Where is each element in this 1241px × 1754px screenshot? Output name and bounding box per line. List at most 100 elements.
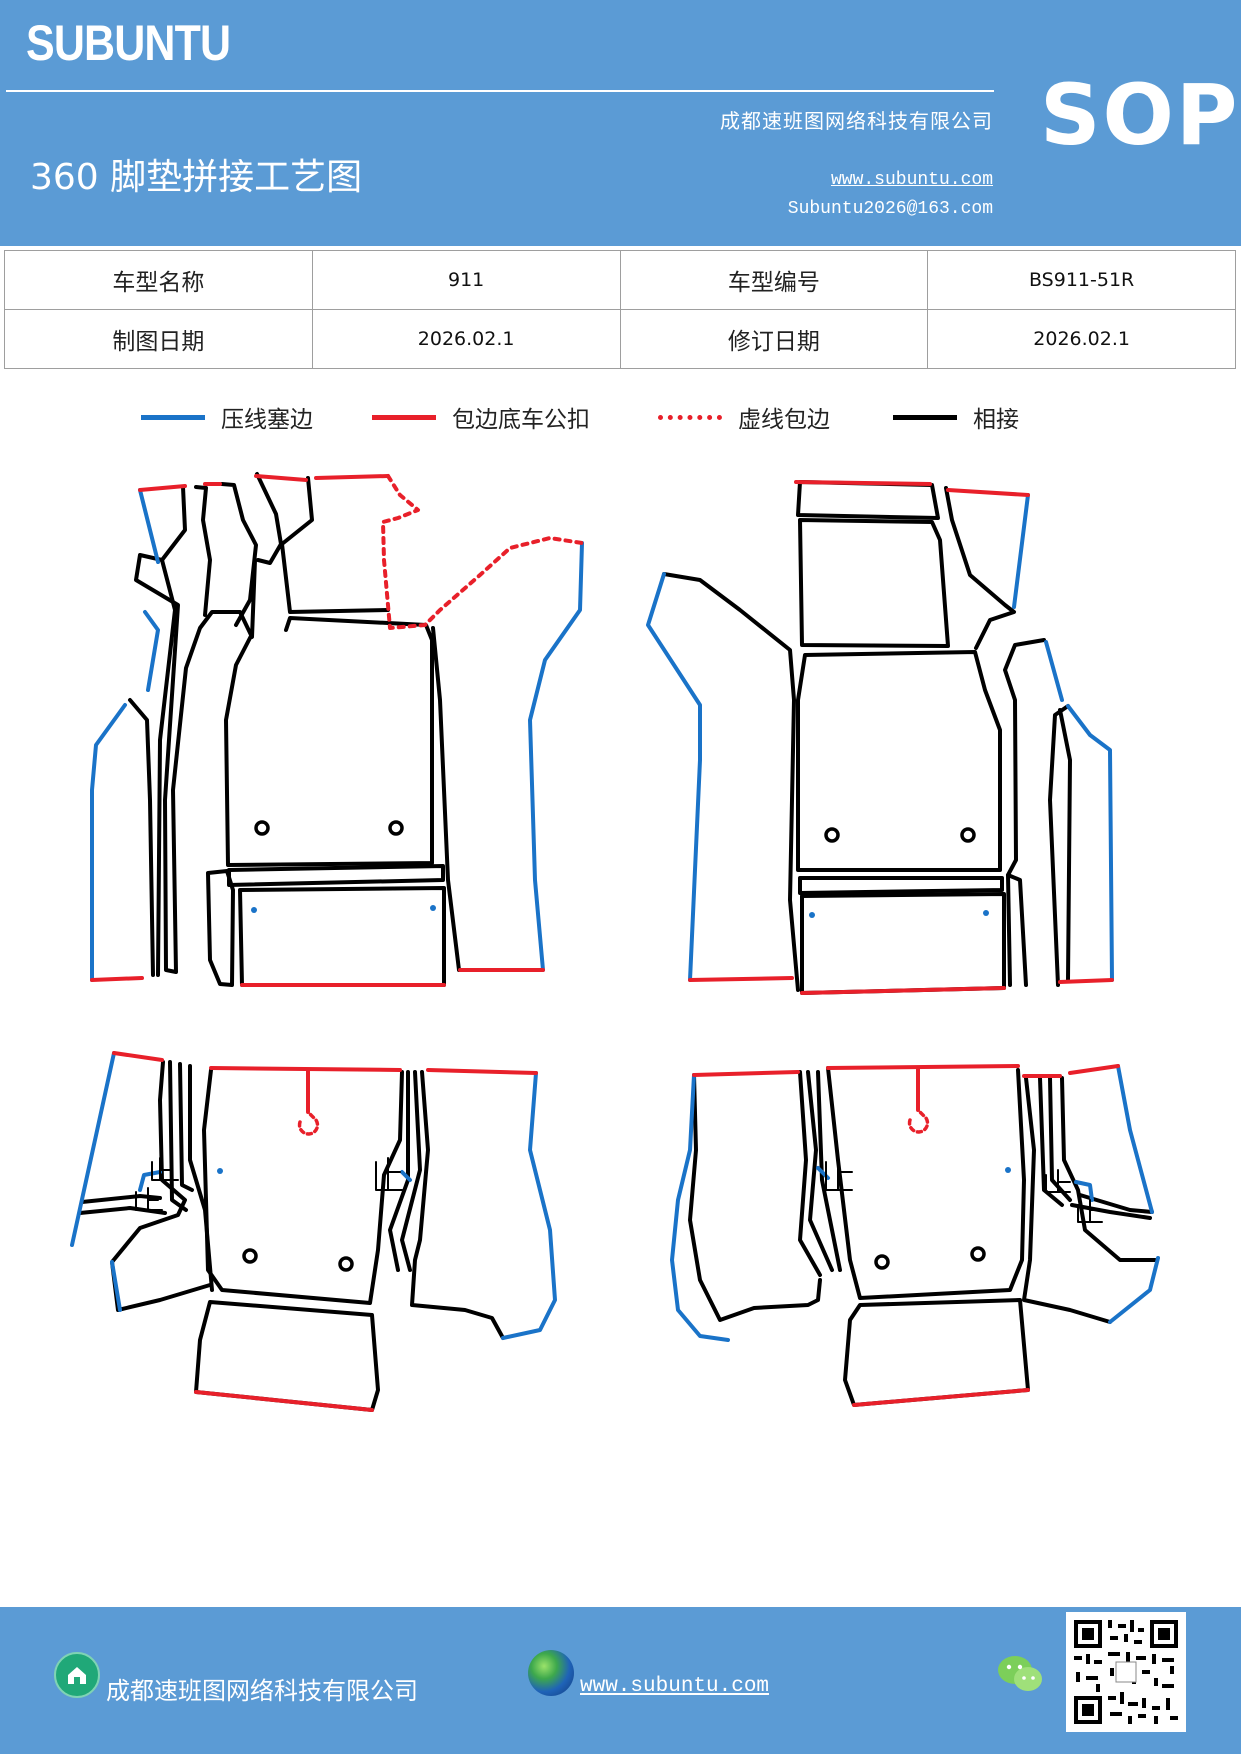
- seam-line: [202, 1068, 404, 1305]
- red-edge: [138, 484, 187, 492]
- red-edge: [692, 1070, 800, 1077]
- seam-line: [798, 1070, 822, 1277]
- blue-edge: [90, 703, 127, 982]
- seam-line: [800, 892, 1006, 995]
- blue-edge: [138, 1170, 162, 1192]
- seam-line: [816, 1070, 842, 1272]
- home-icon: [54, 1652, 100, 1698]
- seam-line: [168, 1060, 188, 1212]
- seam-line: [1078, 1193, 1154, 1214]
- blue-edge: [1108, 1256, 1160, 1324]
- seam-line: [1006, 873, 1028, 987]
- legend-swatch-red: [372, 414, 436, 420]
- blue-edge: [110, 1260, 122, 1312]
- blue-edge: [1074, 1180, 1094, 1202]
- seam-line: [944, 486, 1016, 650]
- mount-hole: [970, 1246, 986, 1262]
- seam-line: [280, 476, 390, 614]
- blue-edge: [646, 572, 702, 982]
- stop-mark: [135, 1187, 163, 1211]
- red-edge: [800, 986, 1006, 995]
- blue-edge: [1044, 640, 1064, 702]
- seam-line: [662, 572, 800, 992]
- footer-website-link[interactable]: www.subuntu.com: [580, 1675, 770, 1698]
- vehicle-info-table: 车型名称 911 车型编号 BS911-51R 制图日期 2026.02.1 修…: [4, 250, 1236, 369]
- brand-logo: SUBUNTU: [26, 15, 231, 71]
- legend-item-blue: 压线塞边: [141, 400, 313, 434]
- legend-item-red-dotted: 虚线包边: [658, 400, 830, 434]
- seam-line: [826, 1066, 1026, 1300]
- seam-line: [224, 616, 434, 867]
- red-edge: [852, 1388, 1030, 1407]
- legend-label: 压线塞边: [221, 407, 313, 433]
- red-edge: [112, 1051, 164, 1062]
- legend-swatch-red-dotted: [658, 414, 722, 420]
- seam-line: [134, 485, 257, 974]
- seam-line: [1048, 704, 1070, 987]
- blue-edge: [501, 1071, 557, 1340]
- blue-dot: [251, 907, 257, 913]
- header-banner: [0, 0, 1241, 246]
- red-edge: [826, 1064, 1020, 1070]
- seam-line: [688, 1073, 822, 1322]
- seam-line: [410, 1070, 505, 1340]
- blue-edge: [143, 610, 160, 692]
- seam-line: [110, 1060, 212, 1312]
- seam-line: [388, 1070, 410, 1272]
- mount-hole: [824, 827, 840, 843]
- seam-line: [1070, 1203, 1152, 1220]
- company-name: 成都速班图网络科技有限公司: [720, 109, 993, 133]
- seam-line: [206, 869, 235, 987]
- blue-edge: [1012, 493, 1030, 609]
- globe-icon: [528, 1650, 574, 1696]
- seam-line: [227, 864, 445, 887]
- blue-edge: [670, 1073, 730, 1342]
- drawing-date-value: 2026.02.1: [311, 309, 621, 369]
- red-edge: [314, 474, 390, 480]
- stop-mark: [151, 1157, 179, 1181]
- mount-hole: [388, 820, 404, 836]
- seam-line: [220, 482, 258, 627]
- seam-line: [238, 886, 446, 987]
- rear-left-mat: [70, 1051, 557, 1412]
- blue-dot: [217, 1168, 223, 1174]
- stop-mark: [375, 1157, 403, 1191]
- seam-line: [78, 1206, 167, 1215]
- website-link[interactable]: www.subuntu.com: [830, 170, 993, 190]
- legend-item-black: 相接: [893, 400, 1019, 434]
- seam-line: [194, 485, 212, 617]
- qr-code-pattern: [1066, 1612, 1186, 1732]
- seam-line: [1048, 1076, 1072, 1202]
- seam-line: [796, 650, 1002, 872]
- email-address: Subuntu2026@163.com: [787, 199, 993, 219]
- seam-line: [1038, 1076, 1064, 1207]
- front-left-mat: [90, 472, 584, 987]
- seam-line: [1060, 1076, 1157, 1262]
- home-icon-glyph: [68, 1667, 86, 1684]
- stop-mark: [1077, 1199, 1103, 1223]
- blue-edge: [138, 488, 160, 564]
- red-edge: [209, 1066, 402, 1072]
- red-edge: [688, 976, 794, 982]
- seam-line: [1058, 708, 1072, 982]
- red-dotted-edge: [297, 1110, 320, 1136]
- seam-line: [806, 1070, 834, 1272]
- red-edge: [194, 1390, 374, 1412]
- red-dotted-edge: [381, 474, 584, 630]
- blue-edge: [400, 1170, 412, 1182]
- model-code-value: BS911-51R: [927, 250, 1236, 310]
- red-edge: [1058, 978, 1114, 984]
- red-edge: [426, 1068, 538, 1075]
- seam-line: [843, 1298, 1030, 1407]
- red-edge: [946, 488, 1030, 497]
- red-dotted-edge: [907, 1108, 930, 1134]
- wechat-icon[interactable]: [996, 1652, 1044, 1696]
- mount-hole: [254, 820, 270, 836]
- legend: 压线塞边 包边底车公扣 虚线包边 相接: [0, 400, 1241, 440]
- model-name-value: 911: [311, 250, 621, 310]
- model-name-label: 车型名称: [4, 250, 313, 310]
- blue-edge: [1116, 1064, 1154, 1214]
- seam-line: [798, 876, 1004, 895]
- header-divider: [6, 90, 994, 92]
- sop-label: SOP: [1040, 66, 1240, 164]
